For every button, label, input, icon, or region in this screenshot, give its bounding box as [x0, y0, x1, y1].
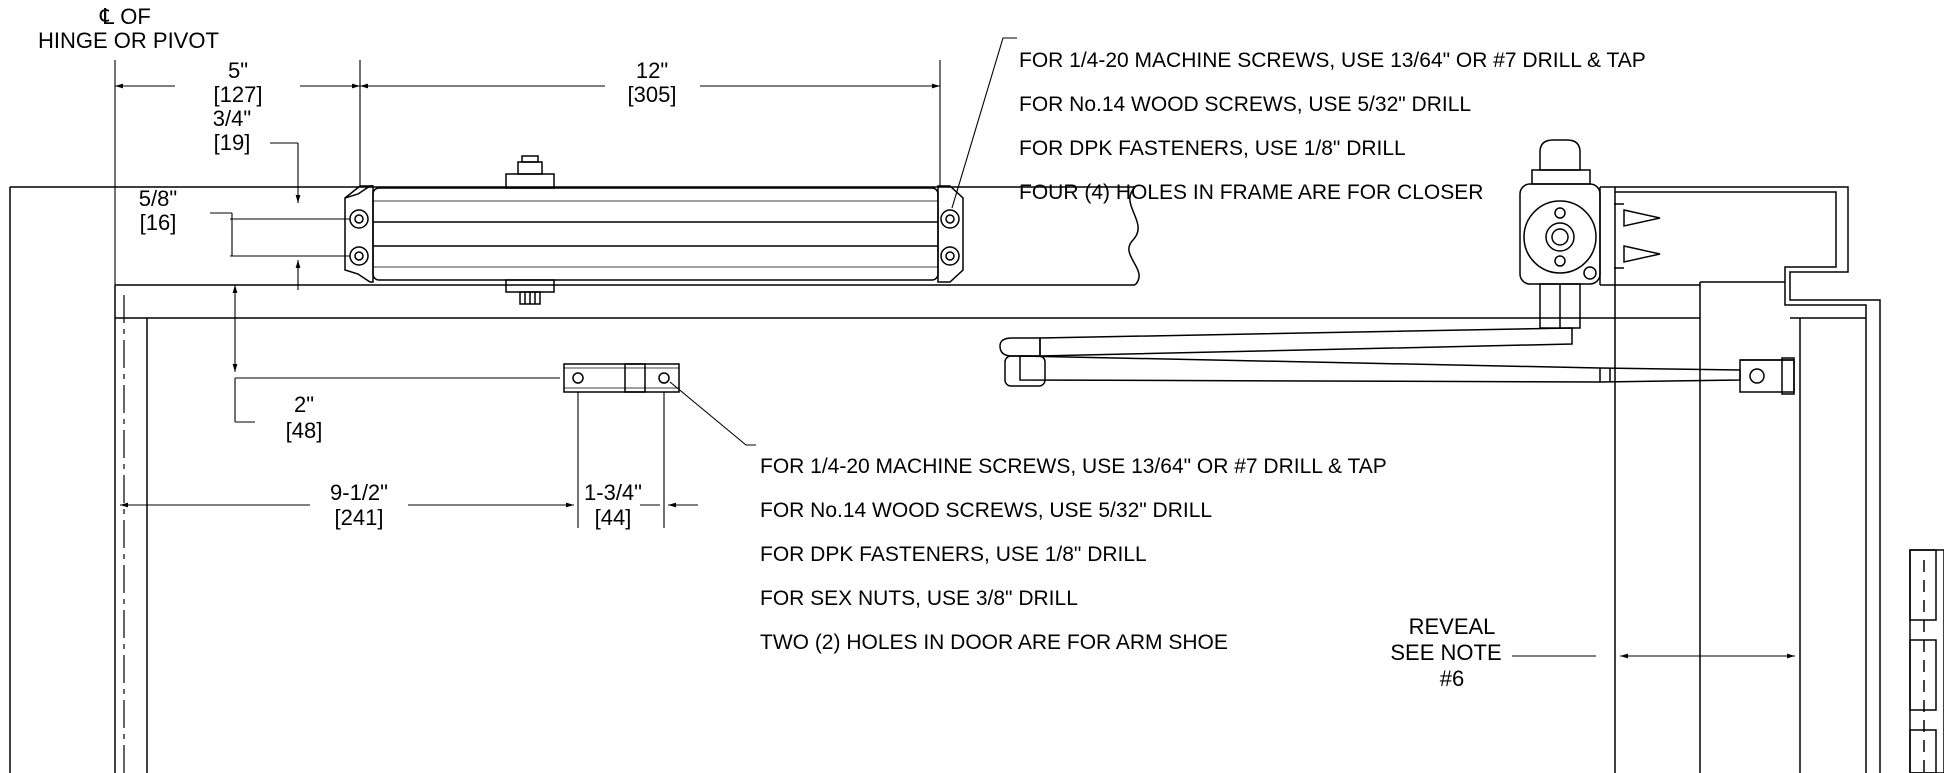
- centerline-symbol: ℄: [100, 4, 115, 29]
- frame-note-line: FOR 1/4-20 MACHINE SCREWS, USE 13/64" OR…: [1019, 49, 1646, 72]
- arm-shoe: [564, 364, 679, 392]
- dim-12-in: 12": [635, 58, 669, 83]
- frame-note-line: FOR DPK FASTENERS, USE 1/8" DRILL: [1019, 137, 1406, 160]
- frame-note-line: FOR No.14 WOOD SCREWS, USE 5/32" DRILL: [1019, 93, 1472, 116]
- frame-header: [10, 187, 1139, 773]
- door-outline: [115, 285, 1615, 773]
- dim-3-4-in: 3/4": [212, 106, 252, 131]
- frame-note: FOR 1/4-20 MACHINE SCREWS, USE 13/64" OR…: [1019, 28, 1646, 226]
- door-note-line: FOR SEX NUTS, USE 3/8" DRILL: [760, 587, 1078, 610]
- reveal-label-line2: SEE NOTE: [1390, 640, 1502, 665]
- dim-3-4-mm: [19]: [213, 130, 251, 155]
- door-note-line: TWO (2) HOLES IN DOOR ARE FOR ARM SHOE: [760, 631, 1228, 654]
- dim-5-mm: [127]: [213, 82, 263, 107]
- hinge: [1910, 550, 1944, 773]
- dim-9-1-2-in: 9-1/2": [330, 480, 388, 505]
- door-note-line: FOR DPK FASTENERS, USE 1/8" DRILL: [760, 543, 1147, 566]
- door-note-line: FOR No.14 WOOD SCREWS, USE 5/32" DRILL: [760, 499, 1213, 522]
- centerline-of: OF: [120, 4, 151, 29]
- frame-jamb: [1600, 187, 1880, 773]
- centerline-label-line2: HINGE OR PIVOT: [38, 28, 219, 53]
- leader-lines: [670, 38, 1017, 445]
- frame-note-line: FOUR (4) HOLES IN FRAME ARE FOR CLOSER: [1019, 181, 1484, 204]
- dimension-lines: [115, 60, 1795, 659]
- closer-body: [345, 156, 963, 304]
- door-note-line: FOR 1/4-20 MACHINE SCREWS, USE 13/64" OR…: [760, 455, 1387, 478]
- dim-2-mm: [48]: [285, 418, 323, 443]
- dim-1-3-4-mm: [44]: [594, 505, 632, 530]
- dim-5-in: 5": [227, 58, 249, 83]
- dim-9-1-2-mm: [241]: [334, 505, 384, 530]
- door-note: FOR 1/4-20 MACHINE SCREWS, USE 13/64" OR…: [760, 434, 1387, 676]
- dim-2-in: 2": [293, 392, 315, 417]
- dim-5-8-mm: [16]: [139, 210, 177, 235]
- reveal-label-line3: #6: [1439, 666, 1465, 691]
- dim-1-3-4-in: 1-3/4": [584, 480, 642, 505]
- dim-5-8-in: 5/8": [138, 186, 178, 211]
- dim-12-mm: [305]: [627, 82, 677, 107]
- reveal-label-line1: REVEAL: [1408, 614, 1496, 639]
- centerline-label-line1: ℄ OF: [100, 6, 151, 28]
